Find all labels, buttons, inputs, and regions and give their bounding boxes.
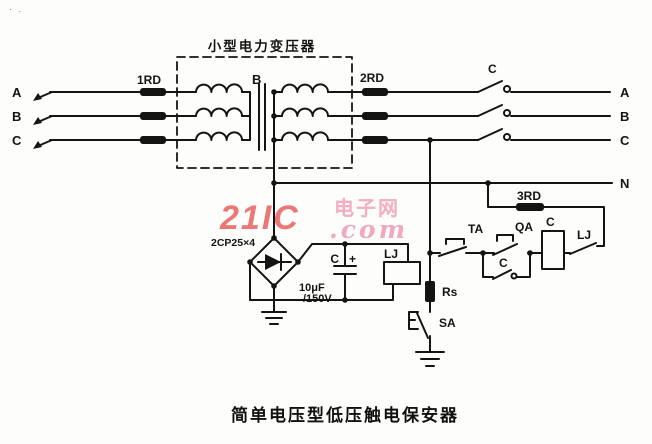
input-terminal-b [33, 115, 53, 125]
earth-ground-bridge-icon [261, 311, 287, 325]
earth-ground-sa-icon [415, 351, 445, 367]
input-c-label: C [12, 133, 22, 148]
capacitor-polarity-label: + [349, 252, 356, 266]
relay-contact-label: LJ [577, 228, 591, 242]
contactor-coil-icon [541, 230, 565, 270]
start-button-label: QA [515, 220, 533, 234]
start-button-qa-icon [492, 234, 518, 256]
watermark-domain: .com [329, 215, 409, 244]
transformer-secondary-coils [281, 83, 329, 141]
stop-button-ta-icon [438, 238, 467, 257]
fuse-2rd-icons [362, 88, 388, 144]
capacitor-value-label-1: 10μF [299, 282, 325, 294]
relay-coil-label: LJ [384, 247, 398, 261]
input-a-label: A [12, 85, 22, 100]
input-terminal-a [33, 91, 53, 101]
figure-caption: 简单电压型低压触电保安器 [231, 406, 459, 425]
output-c-label: C [620, 133, 630, 148]
watermark-site-name: 电子网 [334, 198, 400, 220]
main-contact-c-icon [477, 128, 511, 141]
capacitor-symbol-label: C [330, 252, 339, 266]
hold-contact-c-icon [482, 252, 531, 280]
rectifier-label: 2CP25×4 [211, 237, 255, 249]
scan-artifact: · . [9, 4, 23, 14]
main-contact-b-icon [477, 104, 511, 117]
output-a-label: A [620, 85, 630, 100]
resistor-label: Rs [442, 285, 458, 299]
test-switch-label: SA [439, 316, 456, 330]
stop-button-label: TA [468, 222, 483, 236]
watermark-brand: 21IC [220, 199, 300, 237]
transformer-core-icon [258, 83, 266, 151]
junction-dots [247, 89, 533, 303]
resistor-rs-icon [425, 281, 435, 302]
bridge-rectifier-icon [249, 237, 299, 287]
transformer-primary-coils [195, 83, 243, 141]
main-contact-a-icon [477, 80, 511, 93]
capacitor-value-label-2: /150V [303, 293, 332, 305]
input-b-label: B [12, 109, 21, 124]
fuse-1rd-icons [140, 88, 166, 144]
dc-positive-rail [297, 243, 409, 263]
hold-contact-label: C [499, 256, 508, 270]
input-terminal-c [33, 139, 53, 149]
transformer-symbol-label: B [252, 72, 261, 87]
relay-return-wire [487, 182, 605, 247]
transformer-box-label: 小型电力变压器 [208, 38, 317, 54]
test-switch-sa-icon [408, 311, 429, 339]
capacitor-icon [333, 243, 357, 301]
fuse-3rd-label: 3RD [517, 189, 541, 203]
output-n-label: N [620, 176, 629, 191]
fuse-2rd-label: 2RD [360, 71, 384, 85]
output-b-label: B [620, 109, 629, 124]
contactor-coil-label: C [546, 215, 555, 229]
main-contact-label: C [488, 62, 497, 76]
relay-coil-icon [383, 261, 421, 285]
relay-contact-lj-icon [569, 242, 597, 255]
fuse-1rd-label: 1RD [137, 73, 161, 87]
